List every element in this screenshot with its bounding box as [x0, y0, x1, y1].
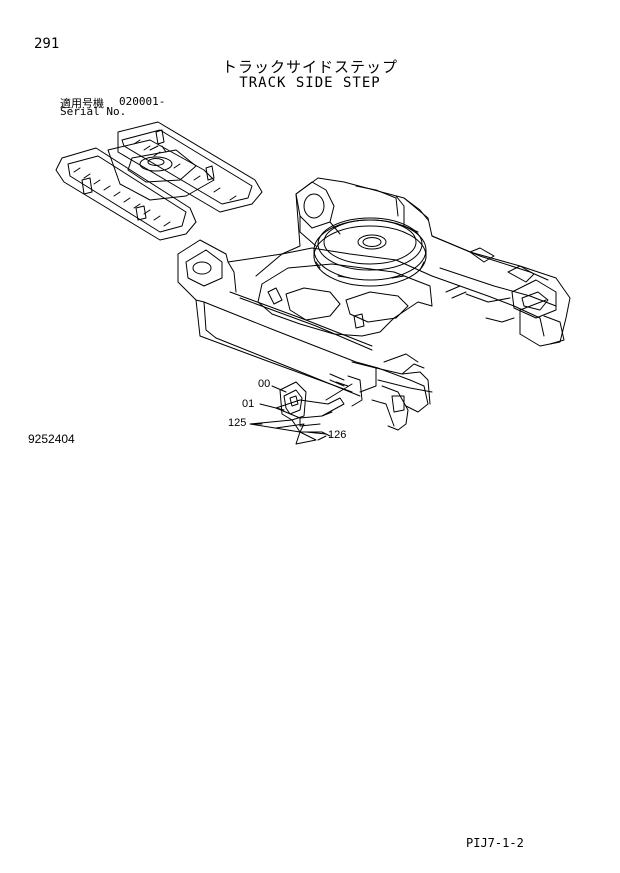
serial-label-japanese: 適用号機 — [60, 97, 104, 110]
page-number: 291 — [34, 36, 60, 52]
title-japanese: トラックサイドステップ — [221, 58, 398, 76]
overview-undercarriage — [56, 122, 262, 240]
leader-lines — [252, 386, 326, 440]
figure-code: 9252404 — [28, 432, 75, 446]
footer-code: PIJ7-1-2 — [466, 836, 524, 850]
title-english: TRACK SIDE STEP — [239, 75, 381, 91]
serial-value: 020001- — [119, 95, 166, 108]
callout-00: 00 — [258, 378, 271, 390]
callout-01: 01 — [242, 398, 255, 410]
serial-label-english: Serial No. — [60, 105, 127, 118]
callout-125: 125 — [228, 417, 247, 429]
callout-126: 126 — [328, 429, 347, 441]
track-frame — [178, 178, 570, 430]
